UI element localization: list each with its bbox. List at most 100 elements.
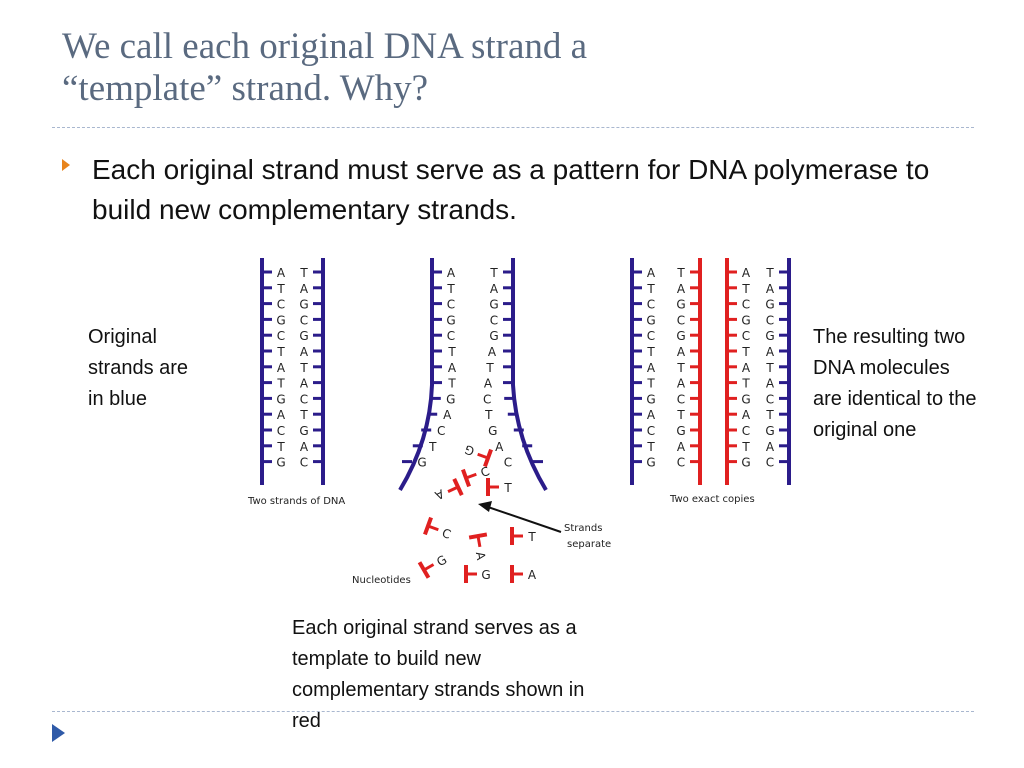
copy-two-base-left: T <box>741 377 750 391</box>
copy-one-base-left: T <box>646 345 655 359</box>
copy-two-base-right: C <box>766 392 774 406</box>
original-base-right: A <box>300 345 309 359</box>
copy-two-base-left: T <box>741 282 750 296</box>
fork-backbone-right <box>511 258 548 492</box>
copy-two-base-right: T <box>765 408 774 422</box>
original-base-right: A <box>300 440 309 454</box>
fork-base-right: G <box>488 424 497 438</box>
copy-one-base-right: A <box>677 345 686 359</box>
copy-one-base-left: G <box>646 456 655 470</box>
nucleotide-free-c-letter: C <box>440 526 453 542</box>
nucleotide-fork-g-stem <box>477 452 489 460</box>
fork-base-left: A <box>448 361 457 375</box>
original-base-right: A <box>300 282 309 296</box>
next-slide-arrow-icon[interactable] <box>52 724 65 742</box>
copy-one-base-right: T <box>676 361 685 375</box>
note-original-strands: Original strands are in blue <box>88 326 189 410</box>
copy-one-base-left: T <box>646 440 655 454</box>
original-base-left: A <box>277 266 286 280</box>
nucleotide-free-g1-stem <box>423 563 435 572</box>
original-base-left: A <box>277 408 286 422</box>
copy-two-base-left: T <box>741 345 750 359</box>
fork-base-left: G <box>446 392 455 406</box>
nucleotide-free-a: A <box>468 532 488 562</box>
original-base-right: G <box>299 424 308 438</box>
nucleotide-free-t: T <box>510 527 536 545</box>
fork-base-right: T <box>485 361 494 375</box>
copy-two-base-left: C <box>742 298 750 312</box>
copy-two-base-left: A <box>742 361 751 375</box>
fork-base-right: A <box>484 377 493 391</box>
original-base-right: A <box>300 377 309 391</box>
nucleotide-free-g2: G <box>464 565 491 583</box>
copy-one-base-left: T <box>646 282 655 296</box>
label-nucleotides: Nucleotides <box>352 575 411 586</box>
copy-one-base-right: A <box>677 282 686 296</box>
nucleotide-fork-a-letter: A <box>432 486 446 502</box>
copy-two-base-right: T <box>765 266 774 280</box>
original-base-left: C <box>277 298 285 312</box>
copy-one-base-left: C <box>647 329 655 343</box>
original-base-right: G <box>299 298 308 312</box>
original-base-left: T <box>276 377 285 391</box>
fork-base-right: T <box>484 408 493 422</box>
fork-base-left: A <box>443 408 452 422</box>
fork-base-left: C <box>447 329 455 343</box>
copy-two-base-left: A <box>742 408 751 422</box>
nucleotide-free-g2-letter: G <box>481 568 490 582</box>
copy-two-base-left: G <box>741 392 750 406</box>
note-template-build: Each original strand serves as a templat… <box>292 617 585 732</box>
copy-two-base-left: C <box>742 424 750 438</box>
copy-one-base-left: G <box>646 313 655 327</box>
nucleotide-fork-g: G <box>463 442 493 468</box>
copy-two-base-left: G <box>741 313 750 327</box>
fork-base-left: T <box>446 282 455 296</box>
fork-base-right: C <box>490 313 498 327</box>
nucleotide-free-c: C <box>423 516 453 542</box>
copy-two-base-right: C <box>766 313 774 327</box>
fork-backbone-left <box>398 258 434 492</box>
nucleotide-fork-g-letter: G <box>463 442 477 458</box>
nucleotide-fork-a-stem <box>447 485 459 494</box>
label-strands: Strands <box>564 523 602 534</box>
fork-base-right: C <box>504 456 512 470</box>
footer-divider <box>52 711 974 712</box>
original-base-left: T <box>276 440 285 454</box>
nucleotide-fork-c: C <box>461 464 491 488</box>
nucleotide-free-g1-letter: G <box>434 552 449 569</box>
original-base-right: G <box>299 329 308 343</box>
fork-base-right: C <box>483 392 491 406</box>
copy-two-base-right: A <box>766 345 775 359</box>
fork-base-left: A <box>447 266 456 280</box>
nucleotide-fork-c-stem <box>465 472 477 480</box>
copy-two-base-left: A <box>742 266 751 280</box>
copy-one-base-right: T <box>676 266 685 280</box>
fork-base-left: C <box>437 424 445 438</box>
fork-base-left: G <box>446 313 455 327</box>
original-base-left: C <box>277 424 285 438</box>
original-base-right: T <box>299 361 308 375</box>
arrow-bullet-icon <box>62 159 70 171</box>
copy-two-base-right: C <box>766 456 774 470</box>
original-base-left: C <box>277 329 285 343</box>
fork-base-left: G <box>417 456 426 470</box>
original-base-right: T <box>299 266 308 280</box>
copy-one-base-left: A <box>647 361 656 375</box>
copy-one-base-left: C <box>647 424 655 438</box>
copy-one-base-left: G <box>646 392 655 406</box>
copy-one-base-right: C <box>677 392 685 406</box>
copy-one-base-right: T <box>676 408 685 422</box>
nucleotide-free-a-stem <box>476 535 482 548</box>
fork-base-right: A <box>488 345 497 359</box>
original-base-left: G <box>276 392 285 406</box>
copy-one-base-left: A <box>647 408 656 422</box>
bullet-text: Each original strand must serve as a pat… <box>92 154 930 225</box>
nucleotide-free-a-letter: A <box>473 551 488 562</box>
separate-arrowhead-icon <box>478 501 492 512</box>
original-base-right: C <box>300 313 308 327</box>
fork-base-right: A <box>495 440 504 454</box>
copy-one-base-left: C <box>647 298 655 312</box>
title-line-2: “template” strand. Why? <box>62 68 429 109</box>
